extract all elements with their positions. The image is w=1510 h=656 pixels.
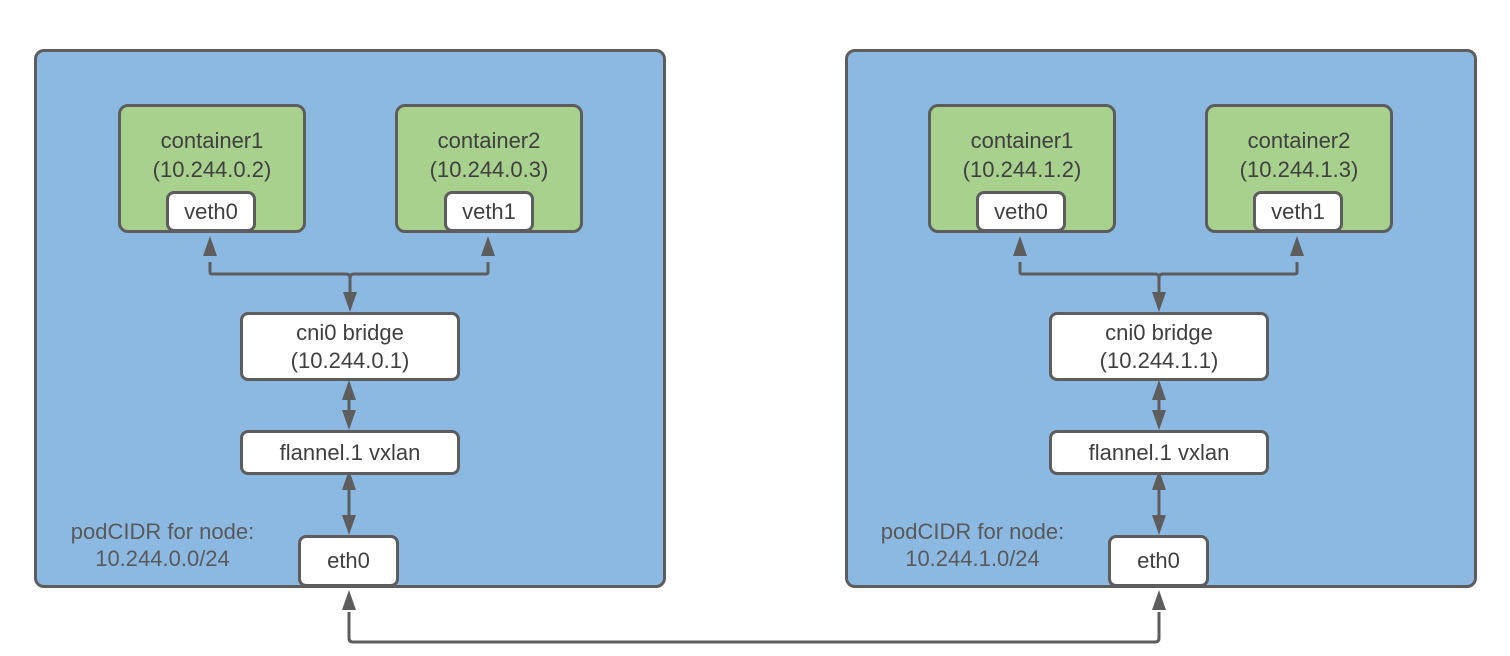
- bridge-ip: (10.244.1.1): [1099, 347, 1219, 373]
- container-ip: (10.244.0.2): [152, 157, 272, 182]
- cni0-bridge-box-right[interactable]: cni0 bridge (10.244.1.1): [1049, 312, 1269, 381]
- veth-label: veth1: [462, 198, 516, 224]
- veth-box-left-1[interactable]: veth0: [166, 191, 256, 232]
- veth-box-right-1[interactable]: veth0: [976, 191, 1066, 232]
- bridge-name: cni0 bridge: [1105, 319, 1213, 345]
- container-name: container1: [970, 128, 1074, 153]
- flannel-vxlan-box-left[interactable]: flannel.1 vxlan: [240, 430, 460, 475]
- podcidr-value: 10.244.0.0/24: [95, 546, 230, 571]
- podcidr-caption: podCIDR for node:: [880, 519, 1065, 544]
- wire-internode-eth0-link: [342, 590, 1166, 644]
- flannel-label: flannel.1 vxlan: [1088, 439, 1230, 465]
- podcidr-value: 10.244.1.0/24: [905, 546, 1040, 571]
- eth0-box-left[interactable]: eth0: [298, 535, 399, 587]
- container-ip: (10.244.0.3): [429, 157, 549, 182]
- veth-box-left-2[interactable]: veth1: [444, 191, 534, 232]
- container-name: container2: [1247, 128, 1351, 153]
- podcidr-label-left: podCIDR for node: 10.244.0.0/24: [55, 518, 270, 572]
- podcidr-label-right: podCIDR for node: 10.244.1.0/24: [865, 518, 1080, 572]
- eth0-label: eth0: [1137, 548, 1180, 573]
- flannel-label: flannel.1 vxlan: [279, 439, 421, 465]
- eth0-label: eth0: [327, 548, 370, 573]
- bridge-name: cni0 bridge: [296, 319, 404, 345]
- veth-box-right-2[interactable]: veth1: [1253, 191, 1343, 232]
- veth-label: veth0: [994, 198, 1048, 224]
- eth0-box-right[interactable]: eth0: [1108, 535, 1209, 587]
- container-box-right-2[interactable]: container2 (10.244.1.3): [1205, 104, 1393, 233]
- container-ip: (10.244.1.3): [1239, 157, 1359, 182]
- container-ip: (10.244.1.2): [962, 157, 1082, 182]
- bridge-ip: (10.244.0.1): [290, 347, 410, 373]
- container-name: container1: [160, 128, 264, 153]
- veth-label: veth1: [1271, 198, 1325, 224]
- container-name: container2: [437, 128, 541, 153]
- flannel-vxlan-box-right[interactable]: flannel.1 vxlan: [1049, 430, 1269, 475]
- cni0-bridge-box-left[interactable]: cni0 bridge (10.244.0.1): [240, 312, 460, 381]
- podcidr-caption: podCIDR for node:: [70, 519, 255, 544]
- veth-label: veth0: [184, 198, 238, 224]
